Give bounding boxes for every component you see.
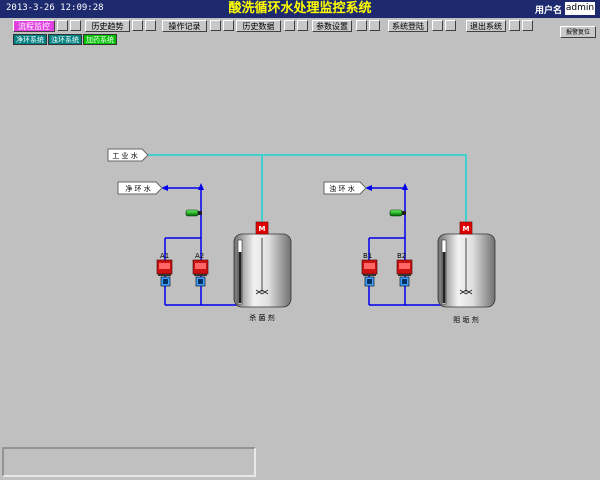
history-trend-button[interactable]: 历史趋势 bbox=[85, 20, 130, 32]
dosing-pipe-left bbox=[164, 187, 240, 306]
app-title: 酸洗循环水处理监控系统 bbox=[228, 1, 372, 16]
valve-left bbox=[185, 209, 202, 217]
meter-a1 bbox=[160, 276, 171, 287]
exit-system-button[interactable]: 退出系统 bbox=[466, 20, 506, 32]
toolbar-spacer-button[interactable] bbox=[132, 20, 143, 31]
tab-dosing-system[interactable]: 加药系统 bbox=[83, 34, 117, 45]
history-data-button[interactable]: 历史数据 bbox=[236, 20, 281, 32]
pump-b2-label: B2 bbox=[397, 252, 406, 260]
clean-water-flow-arrow bbox=[161, 185, 168, 191]
tank-bactericide bbox=[233, 233, 292, 308]
toolbar-spacer-button[interactable] bbox=[70, 20, 81, 31]
monitor-button[interactable]: 流程监控 bbox=[13, 20, 55, 32]
mixer-motor-right-label: M bbox=[463, 225, 470, 233]
turbid-water-flow-arrow bbox=[365, 185, 372, 191]
toolbar-spacer-button[interactable] bbox=[445, 20, 456, 31]
toolbar-spacer-button[interactable] bbox=[223, 20, 234, 31]
toolbar-spacer-button[interactable] bbox=[522, 20, 533, 31]
toolbar-spacer-button[interactable] bbox=[356, 20, 367, 31]
toolbar-spacer-button[interactable] bbox=[145, 20, 156, 31]
pump-a1-label: A1 bbox=[160, 252, 169, 260]
industrial-water-pipe bbox=[148, 154, 467, 225]
pump-a1: A1 bbox=[156, 252, 173, 276]
system-login-button[interactable]: 系统登陆 bbox=[388, 20, 428, 32]
message-panel bbox=[2, 447, 256, 477]
tab-clean-circulation[interactable]: 净环系统 bbox=[13, 34, 47, 45]
scale-inhibitor-label: 阻 垢 剂 bbox=[453, 315, 478, 324]
bactericide-label: 杀 菌 剂 bbox=[249, 313, 274, 322]
toolbar-spacer-button[interactable] bbox=[284, 20, 295, 31]
mixer-motor-left-label: M bbox=[259, 225, 266, 233]
valve-right bbox=[389, 209, 406, 217]
toolbar-spacer-button[interactable] bbox=[297, 20, 308, 31]
turbid-water-tag: 浊 环 水 bbox=[323, 181, 367, 195]
meter-b1 bbox=[364, 276, 375, 287]
operation-log-button[interactable]: 操作记录 bbox=[162, 20, 207, 32]
industrial-water-label: 工 业 水 bbox=[112, 151, 137, 160]
meter-a2 bbox=[195, 276, 206, 287]
mixer-motor-right: M bbox=[459, 221, 473, 235]
toolbar-spacer-button[interactable] bbox=[509, 20, 520, 31]
turbid-water-label: 浊 环 水 bbox=[329, 184, 354, 193]
tab-turbid-circulation[interactable]: 浊环系统 bbox=[48, 34, 82, 45]
flow-up-arrow-left bbox=[198, 183, 204, 190]
toolbar-spacer-button[interactable] bbox=[369, 20, 380, 31]
alarm-reset-button[interactable]: 报警复位 bbox=[560, 26, 596, 38]
tank-scale-inhibitor bbox=[437, 233, 496, 308]
toolbar-spacer-button[interactable] bbox=[57, 20, 68, 31]
parameter-settings-button[interactable]: 参数设置 bbox=[312, 20, 352, 32]
title-bar: 2013-3-26 12:09:28 酸洗循环水处理监控系统 用户名 admin bbox=[0, 0, 600, 18]
mixer-motor-left: M bbox=[255, 221, 269, 235]
toolbar-spacer-button[interactable] bbox=[432, 20, 443, 31]
meter-b2 bbox=[399, 276, 410, 287]
toolbar-spacer-button[interactable] bbox=[210, 20, 221, 31]
username-field[interactable]: admin bbox=[565, 2, 595, 15]
dosing-pipe-right bbox=[368, 187, 444, 306]
pump-b1-label: B1 bbox=[363, 252, 372, 260]
pump-a2: A2 bbox=[192, 252, 209, 276]
pump-b1: B1 bbox=[361, 252, 378, 276]
pump-a2-label: A2 bbox=[195, 252, 204, 260]
pump-b2: B2 bbox=[396, 252, 413, 276]
clean-water-label: 净 环 水 bbox=[125, 184, 150, 193]
flow-up-arrow-right bbox=[402, 183, 408, 190]
datetime-display: 2013-3-26 12:09:28 bbox=[6, 3, 104, 13]
industrial-water-tag: 工 业 水 bbox=[107, 148, 149, 162]
username-label: 用户名 bbox=[535, 6, 563, 16]
clean-water-tag: 净 环 水 bbox=[117, 181, 163, 195]
